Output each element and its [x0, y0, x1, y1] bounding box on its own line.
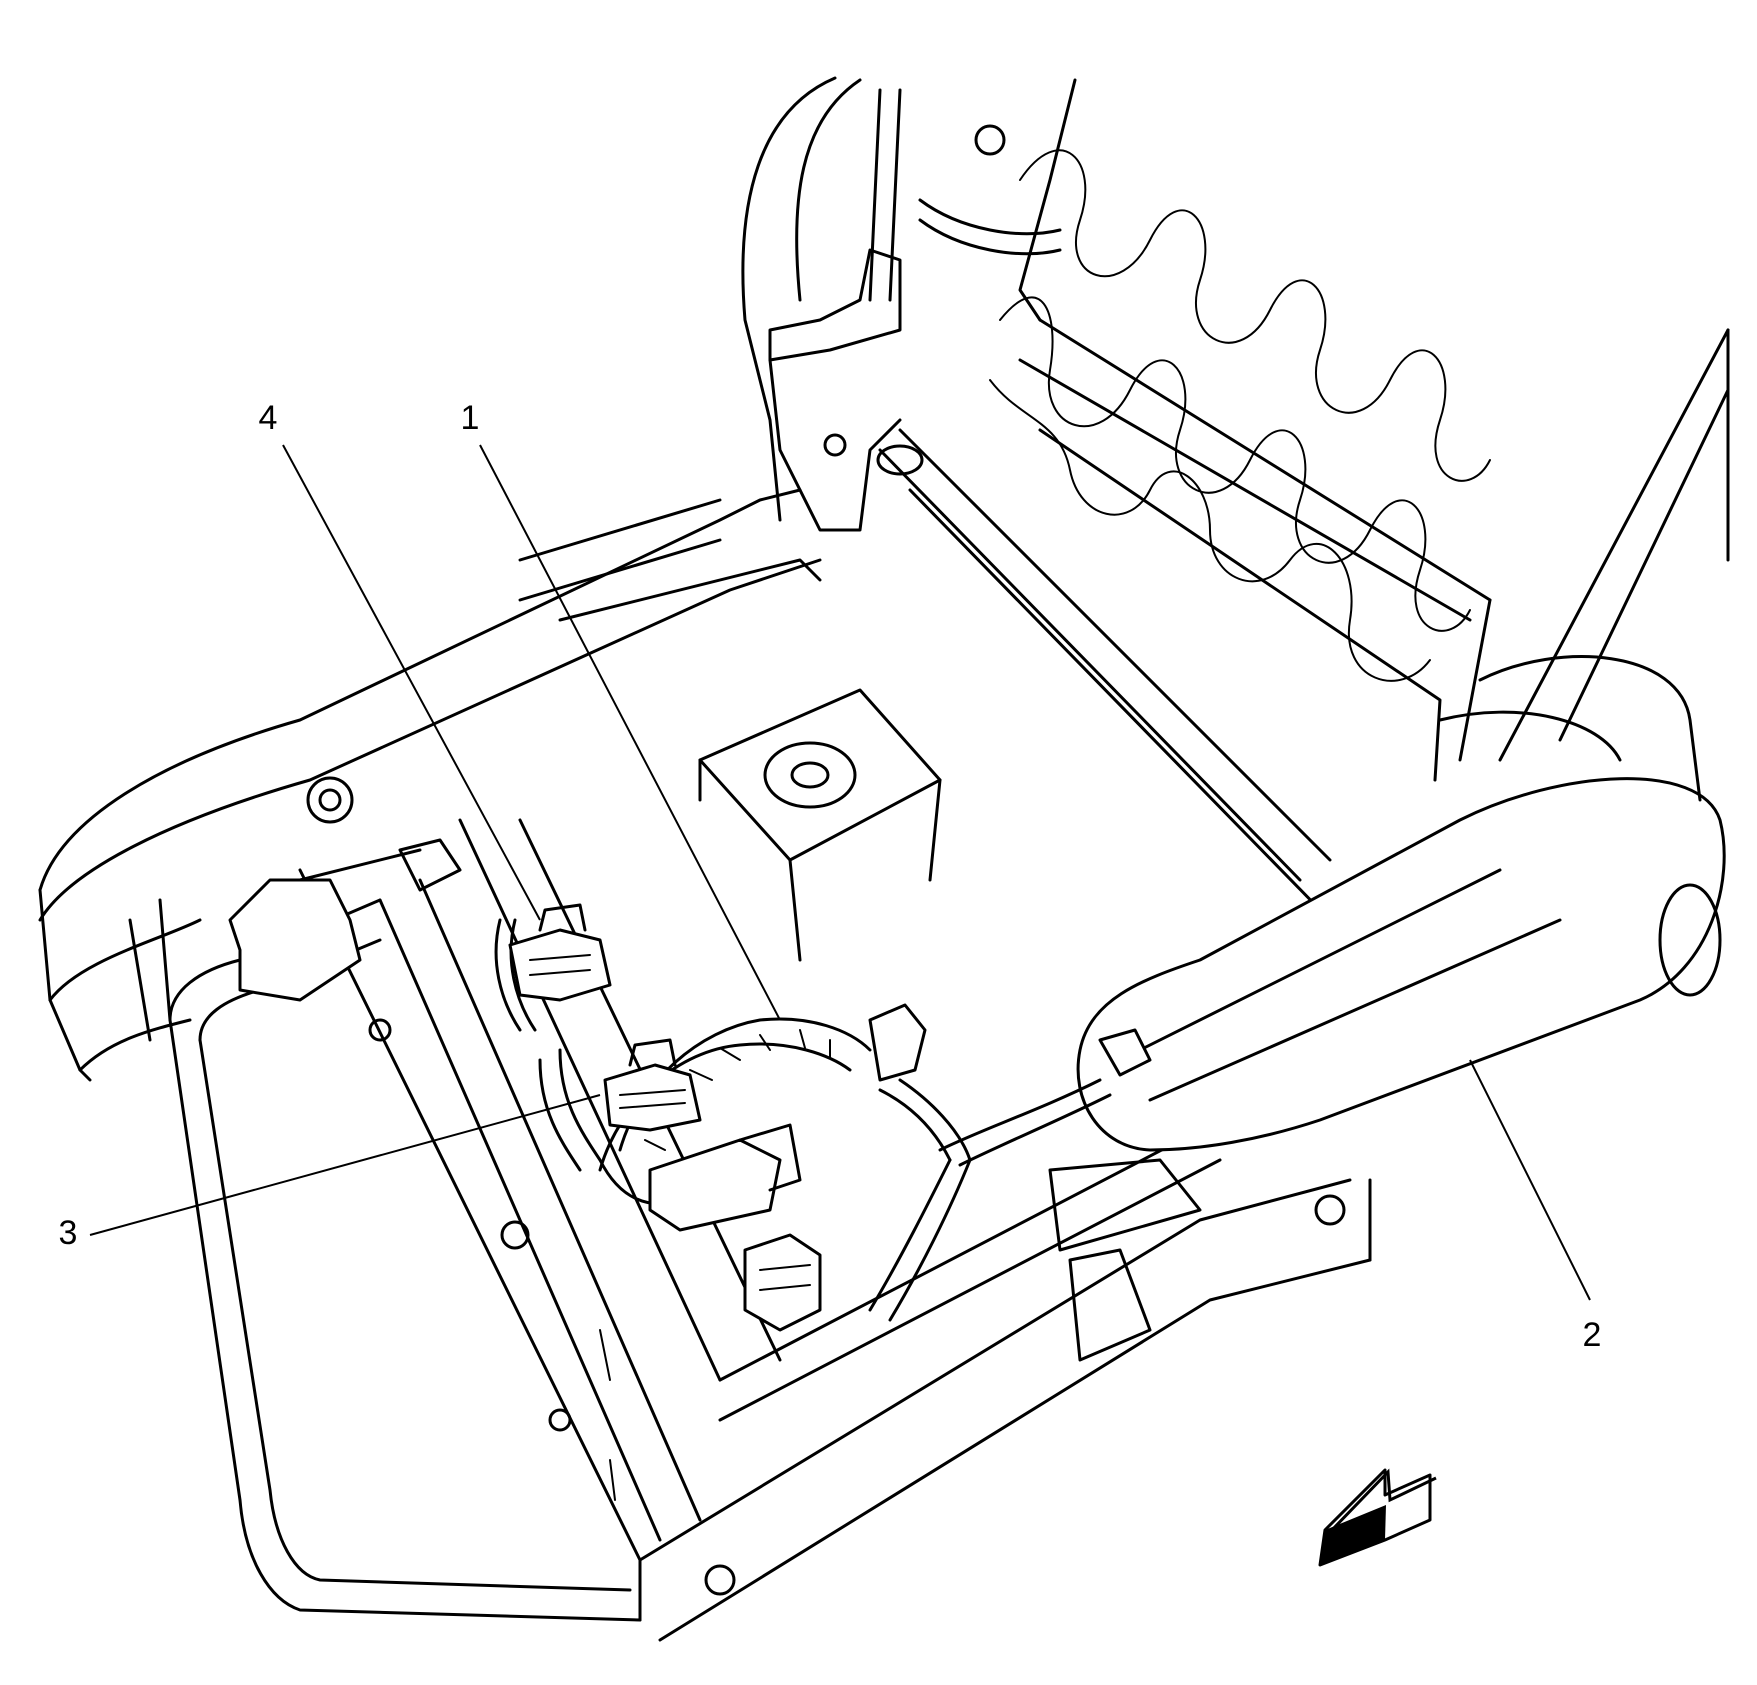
harness-connector-right — [1098, 1028, 1152, 1077]
sinuous-spring-wire — [989, 149, 1491, 682]
seat-pan-pedestal — [698, 688, 942, 962]
leader-line-4 — [282, 444, 541, 921]
harness-connector-upper — [868, 1003, 927, 1082]
callout-3: 3 — [59, 1214, 78, 1252]
callout-1: 1 — [461, 399, 480, 437]
leader-line-1 — [479, 444, 781, 1021]
leader-line-2 — [1469, 1059, 1591, 1301]
harness-connector-lower — [743, 1233, 822, 1332]
front-direction-arrow-icon — [1318, 1468, 1437, 1567]
armrest — [1076, 655, 1726, 1152]
right-seat-rail — [638, 1158, 1372, 1642]
connector-3 — [603, 1038, 702, 1132]
harness-connector-center — [648, 1123, 802, 1232]
seat-cross-tube — [876, 428, 1332, 922]
connector-4 — [508, 903, 612, 1002]
callout-4: 4 — [259, 399, 278, 437]
side-bolster-left — [228, 776, 462, 1002]
leader-line-3 — [89, 1094, 601, 1236]
seat-base-frame — [168, 818, 1222, 1622]
seat-back-frame — [741, 76, 1730, 782]
callout-leaders — [89, 444, 1591, 1301]
callout-2: 2 — [1583, 1316, 1602, 1354]
left-seat-rail — [38, 488, 822, 1082]
recliner-bracket — [768, 88, 1062, 532]
